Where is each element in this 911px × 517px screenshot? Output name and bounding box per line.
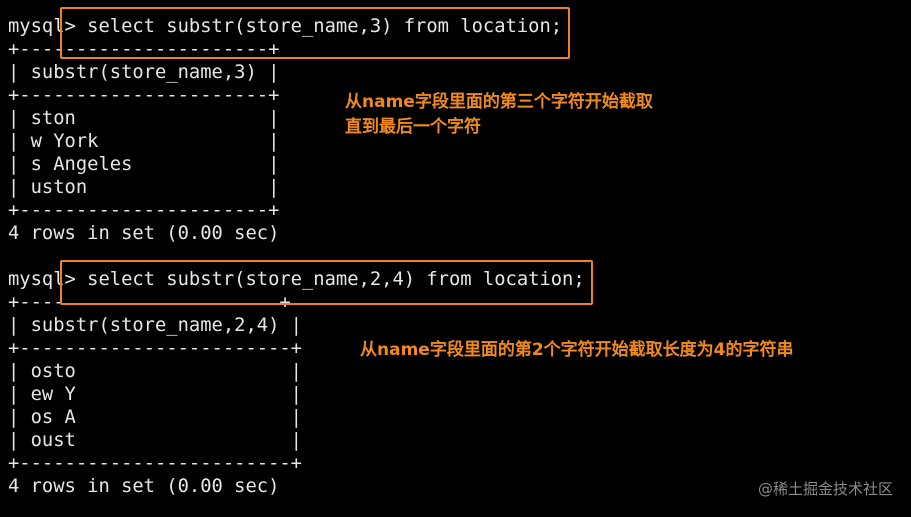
terminal-line: 4 rows in set (0.00 sec) [8,476,280,497]
terminal-line: +------------------------+ [8,453,302,474]
terminal-line: | substr(store_name,3) | [8,62,280,83]
terminal-line: +---- + [8,292,291,313]
terminal-line: mysql> select substr(store_name,3) from … [8,16,563,37]
terminal-line: +------------------------+ [8,338,302,359]
annotation-substr-3-line2: 直到最后一个字符 [345,117,481,137]
terminal-line: | osto | [8,361,302,382]
terminal-line: | os A | [8,407,302,428]
terminal-line: | substr(store_name,2,4) | [8,315,302,336]
terminal-line: 4 rows in set (0.00 sec) [8,223,280,244]
terminal-line: | ew Y | [8,384,302,405]
annotation-substr-2-4: 从name字段里面的第2个字符开始截取长度为4的字符串 [360,340,794,360]
watermark-text: @稀土掘金技术社区 [757,480,893,498]
terminal-line: | w York | [8,131,280,152]
terminal-line: | uston | [8,177,280,198]
terminal-line: +----------------------+ [8,200,280,221]
terminal-line: | s Angeles | [8,154,280,175]
terminal-line: +----------------------+ [8,85,280,106]
terminal-line: +----------------------+ [8,39,280,60]
terminal-line: | oust | [8,430,302,451]
terminal-line: mysql> select substr(store_name,2,4) fro… [8,269,585,290]
annotation-substr-3-line1: 从name字段里面的第三个字符开始截取 [345,92,653,112]
terminal-line: | ston | [8,108,280,129]
